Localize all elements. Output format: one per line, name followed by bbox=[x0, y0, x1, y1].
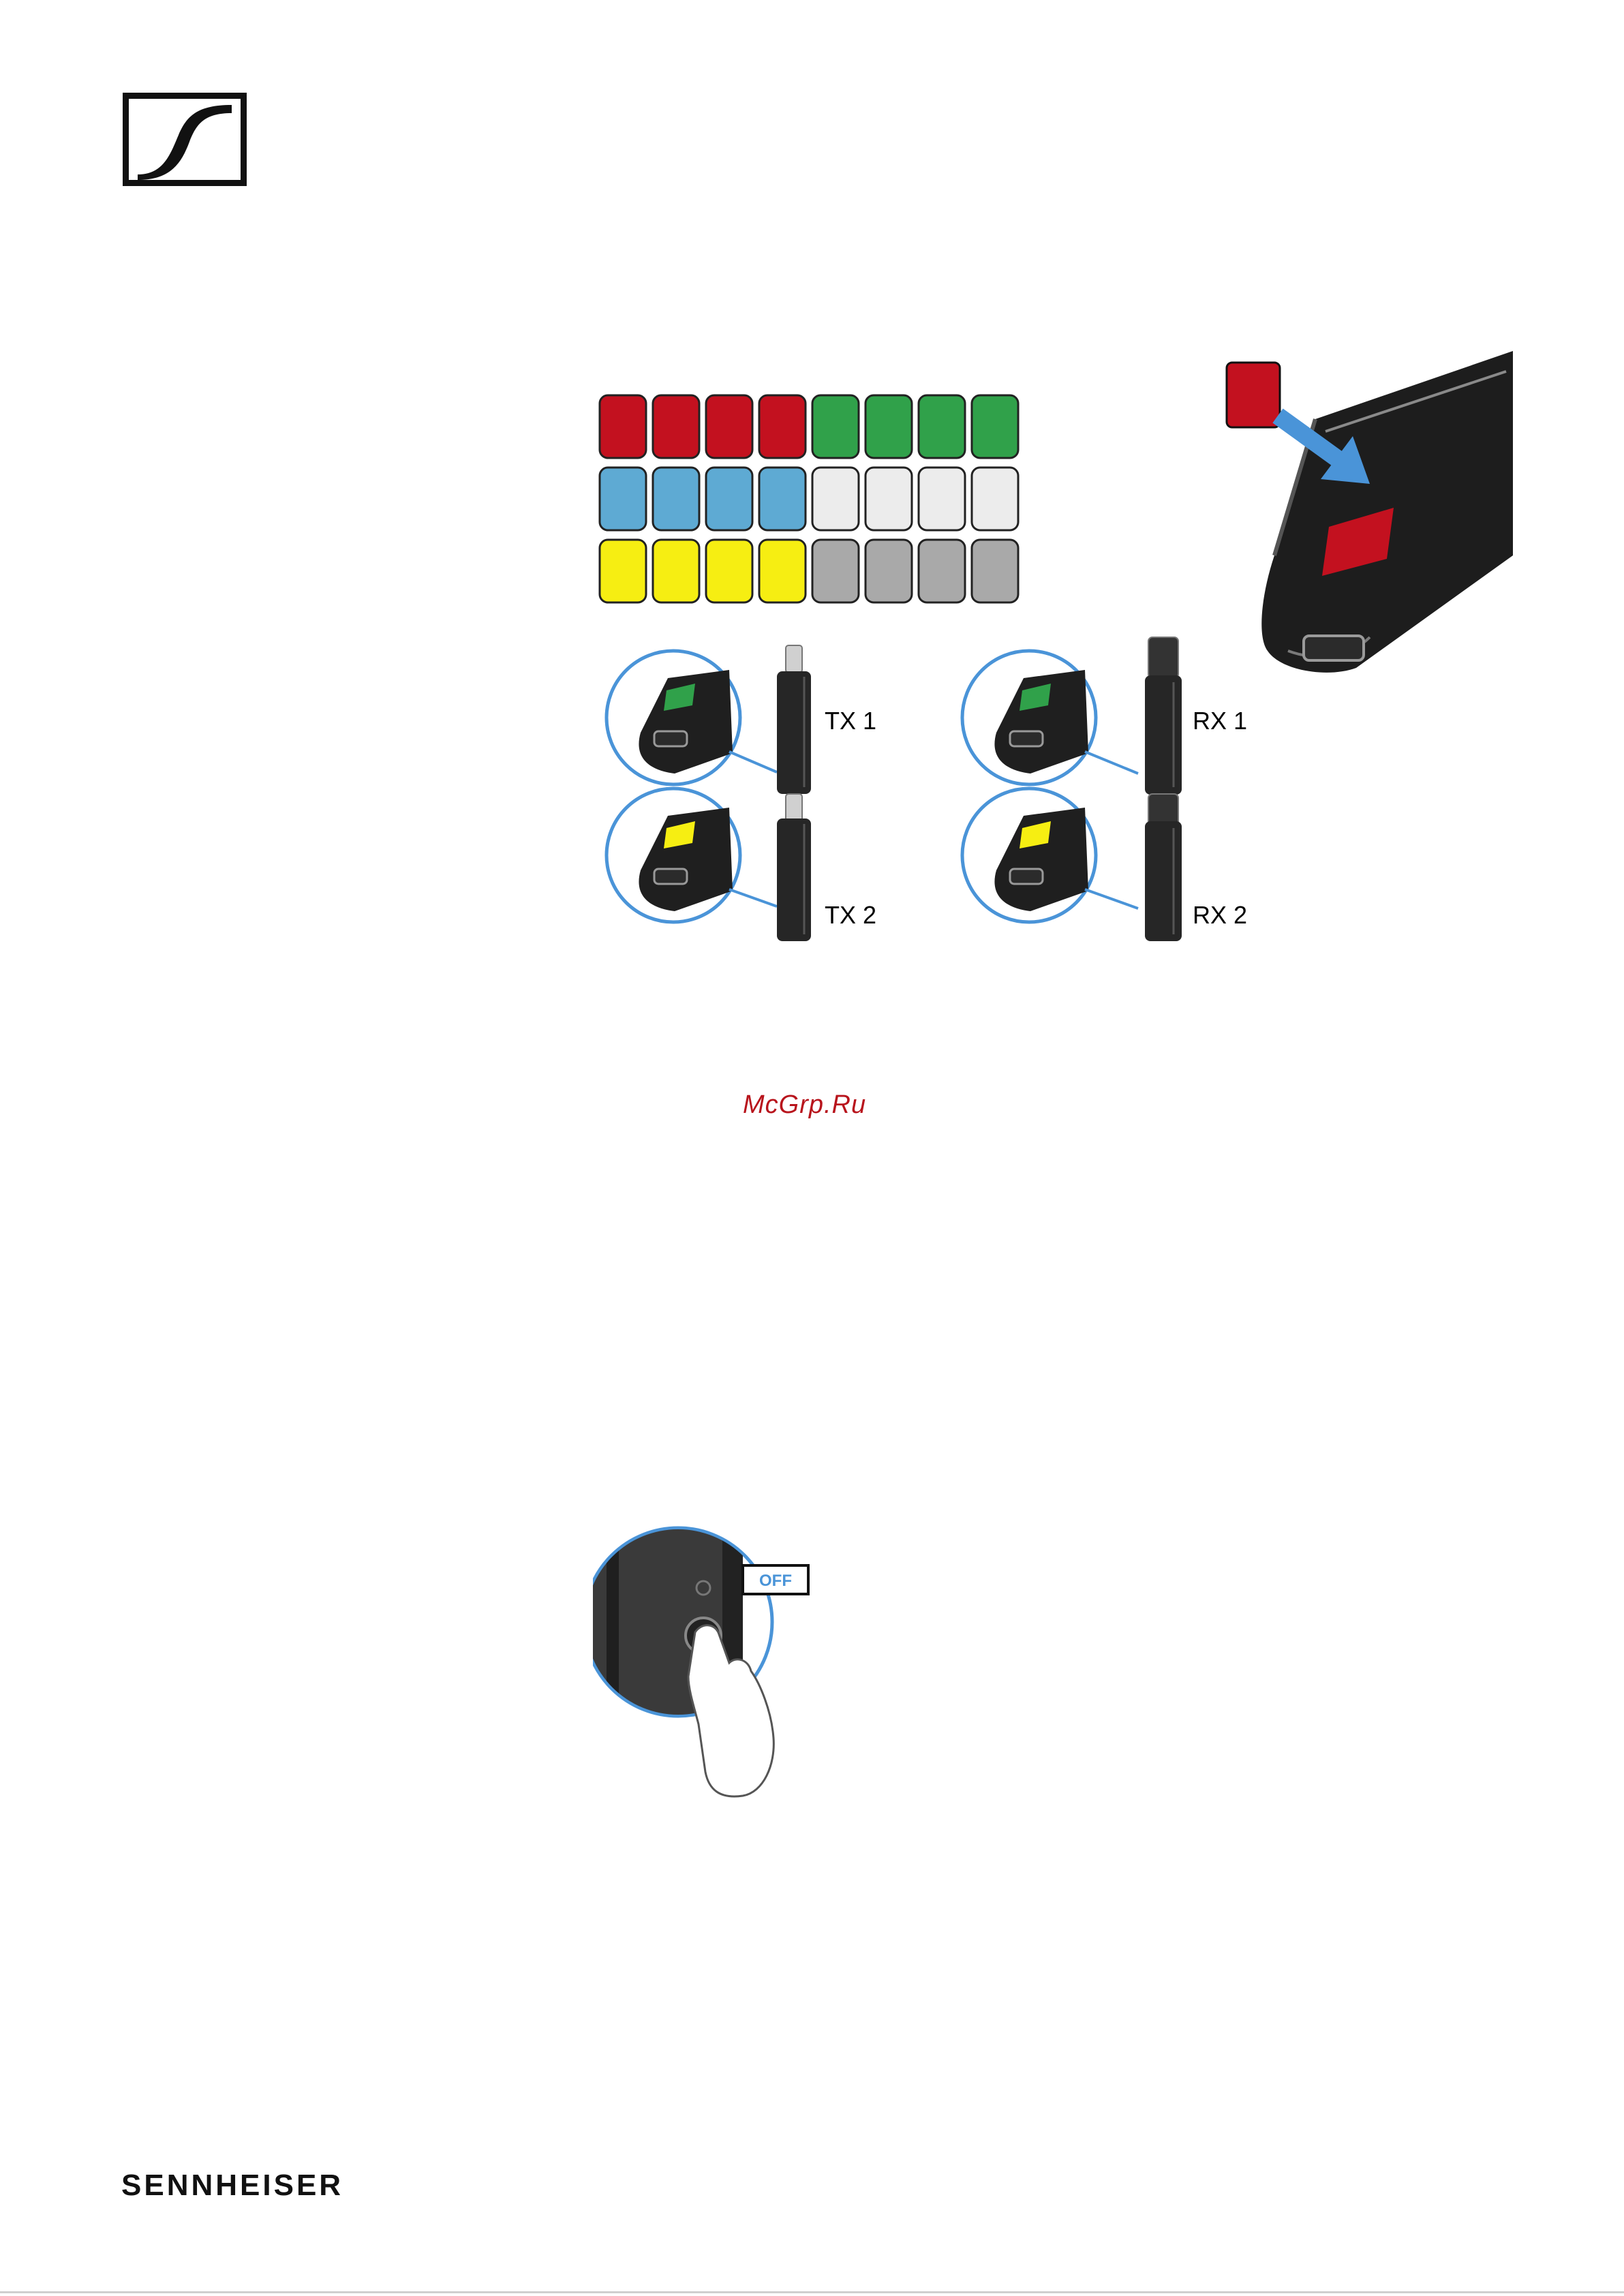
watermark-text: McGrp.Ru bbox=[743, 1090, 866, 1120]
color-clip-white bbox=[812, 468, 859, 530]
color-clip-green bbox=[865, 395, 912, 458]
color-clip-white bbox=[919, 468, 965, 530]
tx2-label: TX 2 bbox=[825, 901, 876, 929]
tx2-callout bbox=[607, 789, 777, 922]
color-clip-yellow bbox=[759, 540, 806, 602]
rx2-device-illustration bbox=[1145, 794, 1182, 941]
color-clip-grey bbox=[865, 540, 912, 602]
color-clip-green bbox=[972, 395, 1018, 458]
rx2-label: RX 2 bbox=[1193, 901, 1247, 929]
receiver-closeup-illustration bbox=[1261, 351, 1513, 673]
color-clip-yellow bbox=[600, 540, 646, 602]
rx1-callout bbox=[962, 651, 1138, 784]
color-clip-green bbox=[919, 395, 965, 458]
color-clip-grey bbox=[919, 540, 965, 602]
color-clip-blue bbox=[653, 468, 699, 530]
color-clip-white bbox=[972, 468, 1018, 530]
rx1-device-illustration bbox=[1145, 637, 1182, 795]
color-clip-green bbox=[812, 395, 859, 458]
color-clip-red bbox=[653, 395, 699, 458]
tx2-device-illustration bbox=[777, 794, 811, 941]
color-clip-red bbox=[706, 395, 752, 458]
tx1-callout bbox=[607, 651, 777, 784]
color-clip-white bbox=[865, 468, 912, 530]
color-clip-grid bbox=[600, 395, 1018, 602]
color-clip-blue bbox=[706, 468, 752, 530]
tx1-device-illustration bbox=[777, 645, 811, 794]
rx2-callout bbox=[962, 789, 1138, 922]
color-clip-pairing-figure: TX 1 TX 2 RX 1 RX 2 bbox=[593, 351, 1513, 951]
color-clip-grey bbox=[972, 540, 1018, 602]
color-clip-grey bbox=[812, 540, 859, 602]
power-off-figure: OFF bbox=[593, 1520, 825, 1799]
color-clip-blue bbox=[600, 468, 646, 530]
color-clip-red bbox=[600, 395, 646, 458]
off-badge: OFF bbox=[759, 1572, 792, 1590]
brand-wordmark: SENNHEISER bbox=[121, 2169, 343, 2203]
red-clip-loose bbox=[1227, 363, 1280, 427]
rx1-label: RX 1 bbox=[1193, 707, 1247, 735]
usb-port-icon bbox=[1304, 636, 1364, 660]
color-clip-yellow bbox=[653, 540, 699, 602]
color-clip-blue bbox=[759, 468, 806, 530]
tx1-label: TX 1 bbox=[825, 707, 876, 735]
page-bottom-rule bbox=[0, 2291, 1624, 2293]
color-clip-yellow bbox=[706, 540, 752, 602]
sennheiser-logo-icon bbox=[123, 93, 247, 186]
color-clip-red bbox=[759, 395, 806, 458]
